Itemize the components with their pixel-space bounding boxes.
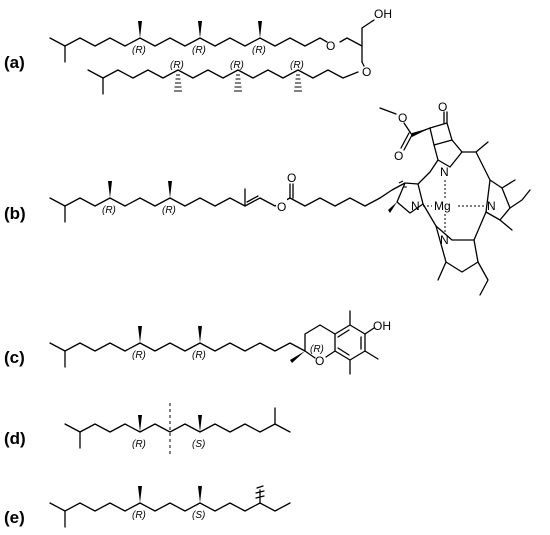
panel-b-methoxy-methyl <box>379 107 397 115</box>
panel-a-upper-wedge-1 <box>138 21 142 38</box>
panel-c-ring-oxygen: O <box>315 354 324 368</box>
panel-b-wedge-1 <box>108 181 112 198</box>
panel-a-stereo-5: (R) <box>230 60 244 71</box>
panel-a-stereo-2: (R) <box>192 45 206 56</box>
panel-a-stereo-4: (R) <box>170 60 184 71</box>
panel-b-alkene-second-line <box>246 195 259 203</box>
panel-b-ethyl <box>509 189 531 209</box>
panel-b-ring-c-methyl <box>475 141 489 153</box>
panel-d-wedge-1 <box>138 415 142 432</box>
panel-a-lower-hash-2 <box>234 74 242 92</box>
panel-b-ring-a <box>396 182 424 214</box>
panel-b-ring-c-methyl-2 <box>499 219 513 231</box>
panel-c-aromatic-db-3 <box>337 347 350 356</box>
panel-c-o-aromatic <box>325 350 336 358</box>
panel-a-glycerol-c-oh <box>361 19 375 29</box>
panel-b-ester-oxygen: O <box>277 200 286 214</box>
panel-a-label: (a) <box>4 53 25 72</box>
panel-b-label: (b) <box>4 204 26 223</box>
panel-b-vinyl <box>477 261 489 296</box>
panel-b-carbonyl-oxygen: O <box>287 171 296 185</box>
panel-e-label: (e) <box>4 508 25 527</box>
panel-d-stereo-1: (R) <box>132 439 146 450</box>
panel-a-lower-hash-1 <box>174 74 182 92</box>
panel-a-glycerol-c3-o <box>361 61 365 67</box>
panel-b-ester-methoxy-oxygen: O <box>398 111 407 125</box>
panel-b-ring-d-methyl <box>437 261 447 281</box>
panel-d-label: (d) <box>4 429 26 448</box>
panel-b-wedge-2 <box>168 181 172 198</box>
panel-b-ring-c <box>461 151 511 221</box>
panel-a-hydroxyl: OH <box>374 7 392 21</box>
panel-c-chroman-o-bond <box>304 350 316 359</box>
panel-b-ring-e <box>429 122 453 146</box>
panel-b-ester-carbonyl-oxygen: O <box>394 149 403 163</box>
panel-c-stereo-2: (R) <box>192 350 206 361</box>
panel-c-aromatic-db-1 <box>337 329 350 338</box>
panel-b-stereo-1: (R) <box>102 205 116 216</box>
panel-b-propionate-linker <box>379 182 406 199</box>
panel-b-ester-co-1 <box>403 134 413 151</box>
panel-d: (d) (R) (S) <box>4 403 291 456</box>
panel-e-stereo-1: (R) <box>132 510 146 521</box>
panel-c-stereo-3: (R) <box>310 344 324 355</box>
panel-e-wedge-2 <box>198 486 202 503</box>
panel-a-upper-chain <box>49 37 328 47</box>
panel-b-ester-wedge <box>412 128 430 137</box>
panel-a-upper-wedge-3 <box>258 21 262 38</box>
panel-a-stereo-1: (R) <box>132 45 146 56</box>
panel-c: (c) (R) (R) O (R) OH <box>4 310 391 375</box>
panel-b-ring-d <box>435 225 479 273</box>
panel-c-methyl-right <box>364 350 379 360</box>
panel-a-stereo-6: (R) <box>290 60 304 71</box>
panel-b-nitrogen-bottom: N <box>440 233 449 247</box>
panel-d-stereo-2: (S) <box>192 439 205 450</box>
panel-a-ether-oxygen-2: O <box>362 65 371 79</box>
panel-b-ester-o <box>403 122 413 136</box>
panel-b-nitrogen-top: N <box>440 165 449 179</box>
panel-c-stereo-1: (R) <box>132 350 146 361</box>
panel-b-chlorin-macrocycle: O O O N N N N Mg <box>379 100 531 296</box>
panel-e-chain <box>49 502 291 512</box>
panel-a-stereo-3: (R) <box>252 45 266 56</box>
panel-a-upper-wedge-2 <box>198 21 202 38</box>
panel-b-nitrogen-right: N <box>487 199 496 213</box>
panel-b-magnesium: Mg <box>434 199 451 213</box>
panel-c-label: (c) <box>4 348 25 367</box>
panel-c-chain <box>49 342 306 352</box>
panel-a-lower-chain <box>87 69 359 79</box>
panel-b-ring-d-outer <box>422 203 487 241</box>
panel-a-glycerol-c1 <box>339 37 363 47</box>
panel-e-wavy-bond <box>255 485 265 504</box>
panel-b: (b) (R) (R) O O <box>4 100 531 296</box>
panel-d-wedge-2 <box>198 415 202 432</box>
panel-b-ester-co-2 <box>400 132 410 149</box>
panel-a: (a) (R) (R) (R) O OH O (R) (R) (R) <box>4 7 392 95</box>
panel-c-wedge-2 <box>198 326 202 343</box>
panel-e-stereo-2: (S) <box>192 510 205 521</box>
panel-a-ether-oxygen-1: O <box>326 39 335 53</box>
panel-b-ketone-oxygen: O <box>438 100 447 114</box>
panel-b-stereo-2: (R) <box>162 205 176 216</box>
panel-c-chroman-top <box>304 324 336 352</box>
panel-d-chain <box>64 423 291 433</box>
panel-c-chroman-wedge <box>290 351 305 363</box>
panel-e-wedge-1 <box>138 486 142 503</box>
panel-e: (e) (R) (S) <box>4 485 291 528</box>
panel-b-ring-a-wedge <box>388 202 397 213</box>
panel-b-ring-b <box>417 139 463 185</box>
panel-b-nitrogen-left: N <box>411 199 420 213</box>
panel-b-phytyl-chain <box>49 197 381 207</box>
panel-c-hydroxyl: OH <box>373 319 391 333</box>
panel-b-ring-c-bridge <box>501 179 516 189</box>
panel-b-coordination-bonds <box>423 180 484 232</box>
panel-c-oh-bond <box>364 327 375 335</box>
panel-c-wedge-1 <box>138 326 142 343</box>
panel-a-lower-hash-3 <box>294 74 302 92</box>
panel-b-ring-a-hash <box>398 180 407 188</box>
